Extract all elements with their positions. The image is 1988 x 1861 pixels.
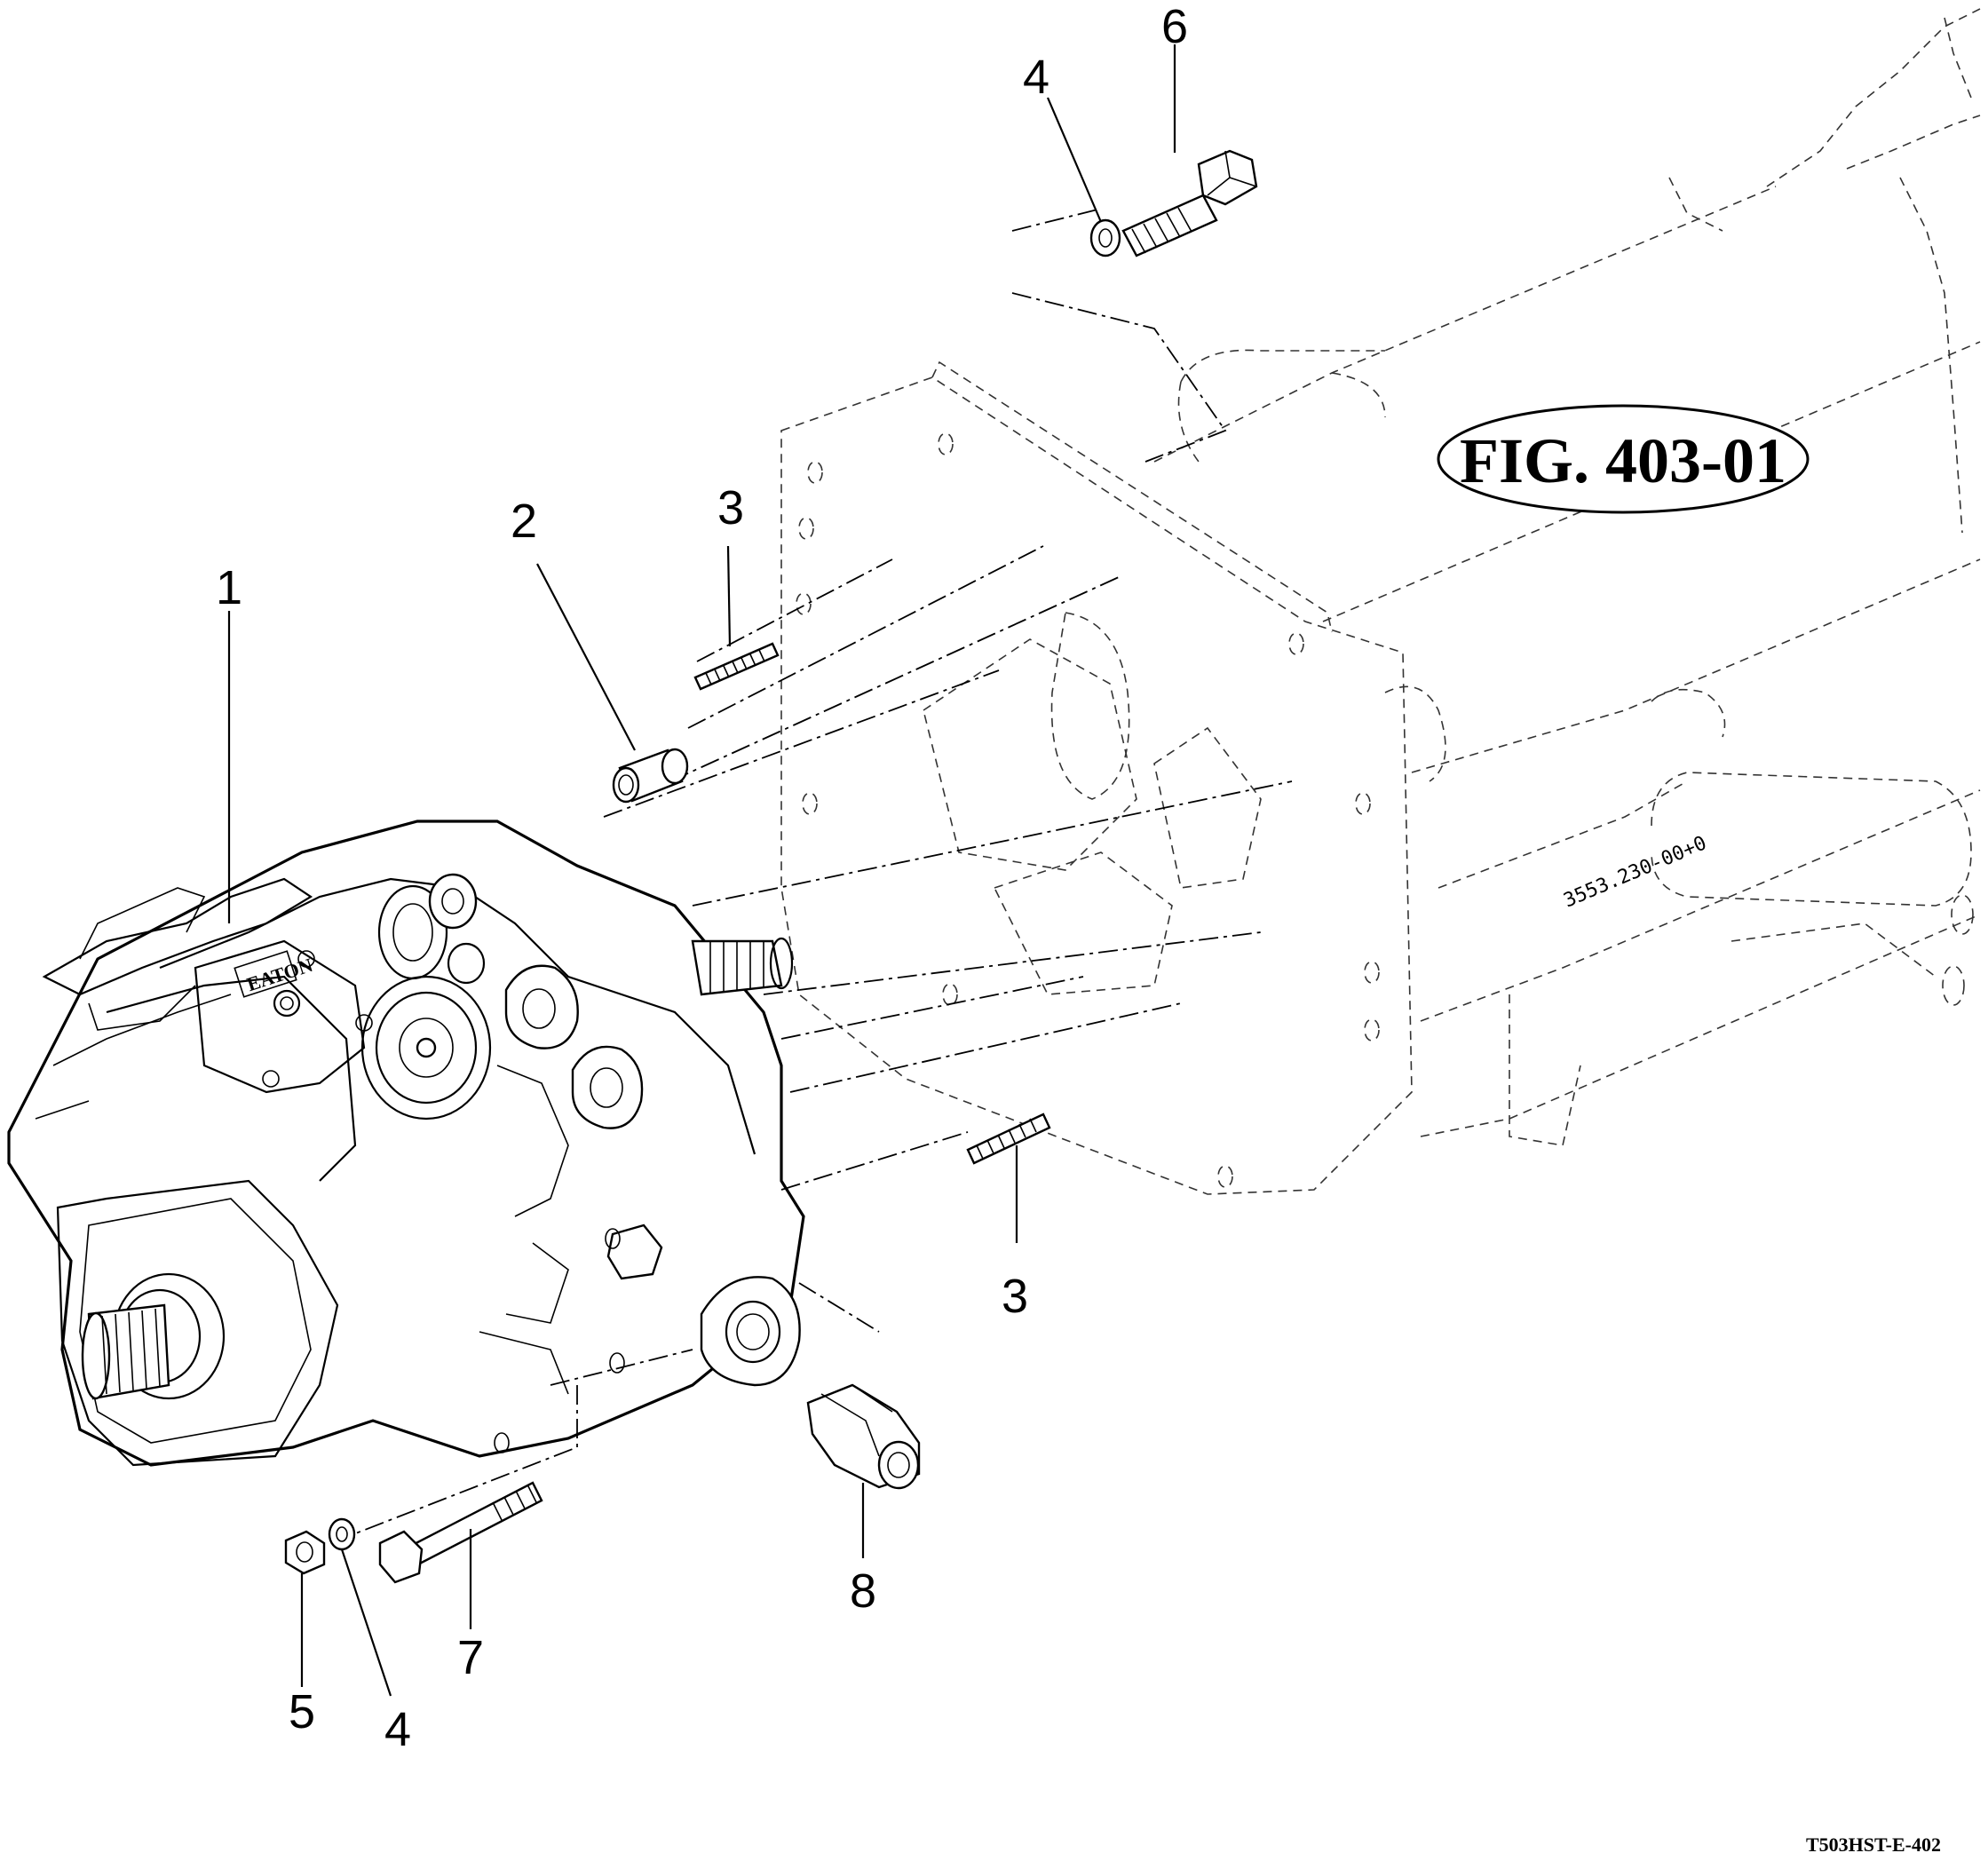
lock-washer-bottom [328,1517,356,1551]
transmission-housing-phantom [780,8,1981,1195]
callout-leaders [227,44,1176,1697]
figure-label-badge: FIG. 403-01 [1437,404,1810,514]
figure-label: FIG. 403-01 [1460,425,1786,496]
hydraulic-fitting [806,1383,921,1490]
drawing-code: T503HST-E-402 [1806,1833,1941,1856]
hex-bolt-top [1121,149,1258,257]
callout-3-lower: 3 [1002,1270,1028,1323]
dowel-pin [612,748,689,804]
lock-washer-top [1089,218,1121,257]
callout-2: 2 [511,495,537,548]
hex-nut [284,1530,326,1575]
callout-1: 1 [216,561,242,614]
assembly-centerlines [337,208,1293,1541]
callout-5: 5 [289,1685,315,1738]
hydraulic-pump-assembly: EATON [7,820,805,1467]
eaton-brand-plate: EATON [244,954,315,995]
callout-4-top: 4 [1023,51,1049,104]
callout-6: 6 [1161,0,1188,53]
callout-4-bottom: 4 [384,1703,411,1756]
callout-3-upper: 3 [717,481,744,535]
hex-bolt-long [378,1481,543,1584]
callout-7: 7 [457,1631,484,1684]
stud-upper [693,642,780,691]
callout-8: 8 [850,1564,876,1618]
stud-lower [966,1113,1051,1165]
housing-part-number: 3553.230-00+0 [1561,832,1710,912]
